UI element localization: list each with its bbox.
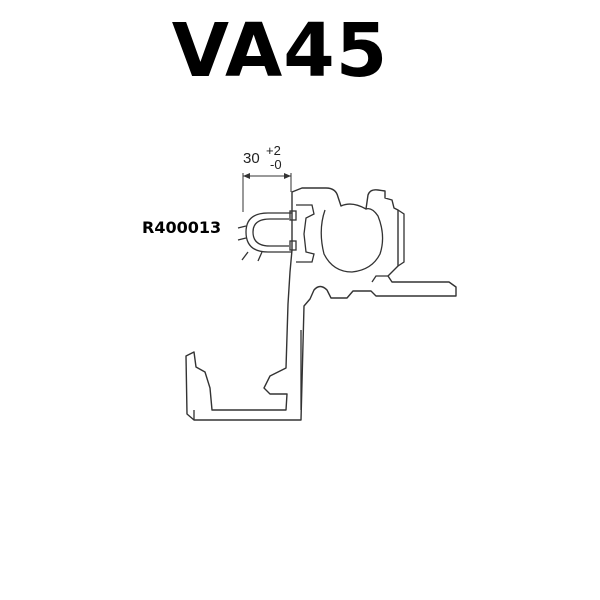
dimension-arrow-right [284, 173, 291, 179]
dimension-value: 30 [243, 150, 260, 167]
dimension-tolerance-lower: -0 [270, 157, 282, 172]
dimension-tolerance-upper: +2 [266, 143, 281, 158]
profile-outline [185, 187, 457, 421]
dimension-arrow-left [243, 173, 250, 179]
part-code-label: R400013 [142, 218, 222, 237]
profile-inner-features [193, 204, 405, 420]
seal-gasket [237, 210, 297, 262]
dimension-annotation: 30 +2 -0 [242, 143, 292, 212]
profile-title: VA45 [171, 8, 389, 94]
